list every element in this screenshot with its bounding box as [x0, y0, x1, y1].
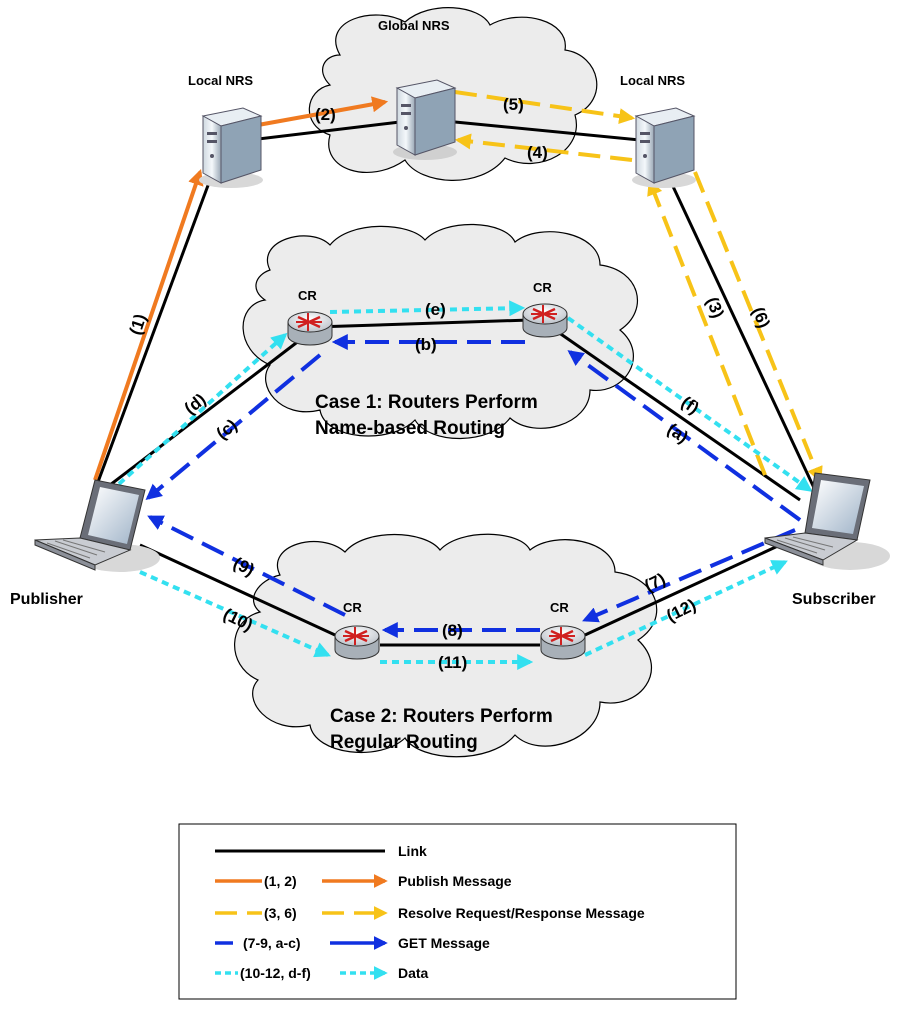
label-cr-case1-left: CR	[298, 288, 317, 303]
link-publisher-to-localnrs-left	[93, 179, 212, 491]
label-cr-case2-left: CR	[343, 600, 362, 615]
arrow-step-1	[93, 168, 204, 481]
label-case1-line1: Case 1: Routers Perform	[315, 392, 538, 413]
link-publisher-to-cr-case2-left	[139, 543, 336, 637]
arrow-step-7	[582, 528, 796, 623]
legend-label-get: GET Message	[398, 935, 490, 951]
label-global-nrs: Global NRS	[378, 18, 450, 33]
arrow-step-4	[454, 133, 633, 162]
legend-tag-get: (7-9, a-c)	[243, 935, 301, 951]
label-subscriber: Subscriber	[792, 591, 876, 608]
server-icon-local-nrs-left	[199, 107, 263, 188]
legend-label-resolve: Resolve Request/Response Message	[398, 905, 645, 921]
label-publisher: Publisher	[10, 591, 83, 608]
legend-tag-publish: (1, 2)	[264, 873, 297, 889]
cloud-case1	[242, 223, 638, 440]
label-case2-line2: Regular Routing	[330, 732, 478, 753]
router-icon-case1-right	[522, 303, 568, 338]
arrow-step-2	[257, 96, 389, 127]
label-local-nrs-right: Local NRS	[620, 73, 685, 88]
server-icon-local-nrs-right	[632, 107, 696, 188]
step-label-c: (c)	[213, 415, 241, 443]
step-label-b: (b)	[415, 335, 437, 354]
legend-label-link: Link	[398, 843, 427, 859]
label-case1-line2: Name-based Routing	[315, 418, 505, 439]
arrow-step-10	[139, 570, 331, 658]
step-label-5: (5)	[503, 95, 524, 114]
arrow-step-5	[454, 90, 636, 125]
publish-messages	[93, 96, 389, 481]
legend-box	[178, 823, 737, 1000]
legend-label-publish: Publish Message	[398, 873, 512, 889]
legend-label-data: Data	[398, 965, 429, 981]
label-cr-case1-right: CR	[533, 280, 552, 295]
step-label-11: (11)	[438, 653, 467, 672]
step-label-4: (4)	[527, 143, 548, 162]
label-case2-line1: Case 2: Routers Perform	[330, 706, 553, 727]
arrow-step-c	[145, 353, 322, 501]
links	[93, 120, 817, 647]
router-icon-case2-left	[334, 625, 380, 660]
arrow-step-9	[147, 515, 346, 617]
legend-tag-resolve: (3, 6)	[264, 905, 297, 921]
legend-tag-data: (10-12, d-f)	[240, 965, 311, 981]
link-cr-case2-right-to-subscriber	[584, 543, 781, 637]
link-localnrs-left-to-global	[249, 120, 401, 142]
arrow-step-e	[329, 300, 526, 317]
arrow-step-6	[693, 171, 823, 483]
router-icon-case2-right	[540, 625, 586, 660]
get-messages	[145, 334, 802, 638]
arrow-step-d	[108, 332, 288, 494]
step-label-2: (2)	[315, 105, 336, 124]
arrow-step-f	[566, 316, 813, 492]
legend: Link (1, 2) Publish Message (3, 6) Resol…	[178, 823, 737, 1000]
arrow-step-3	[647, 179, 767, 476]
arrow-step-a	[567, 350, 802, 522]
step-label-e: (e)	[425, 300, 446, 319]
arrow-step-12	[584, 560, 788, 657]
laptop-icon-publisher	[34, 479, 160, 572]
laptop-icon-subscriber	[764, 472, 890, 570]
step-label-8: (8)	[442, 621, 463, 640]
link-cr-case1	[314, 318, 531, 329]
router-icon-case1-left	[287, 311, 333, 346]
step-label-12: (12)	[663, 595, 699, 625]
data-messages	[108, 300, 813, 670]
link-localnrs-right-to-subscriber	[668, 179, 817, 491]
resolve-messages	[454, 90, 823, 483]
link-global-to-localnrs-right	[454, 120, 641, 142]
link-cr-case1-right-to-subscriber	[554, 328, 801, 502]
server-icon-global-nrs	[393, 79, 457, 160]
label-local-nrs-left: Local NRS	[188, 73, 253, 88]
label-cr-case2-right: CR	[550, 600, 569, 615]
link-publisher-to-cr-case1-left	[109, 338, 301, 487]
